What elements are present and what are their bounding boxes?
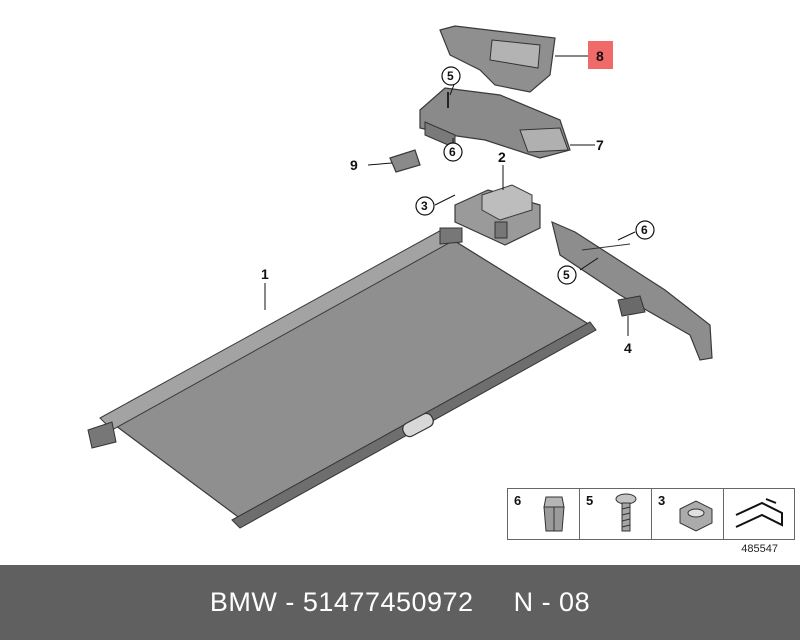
callout-6b: 6 xyxy=(641,223,648,237)
callout-5a-circle xyxy=(441,66,461,86)
fastener-legend: 6 5 3 xyxy=(507,488,795,540)
part-1-cover-roller-blind xyxy=(87,227,597,529)
callout-6b-circle xyxy=(635,220,655,240)
footer-bar: BMW - 51477450972 N - 08 xyxy=(0,565,800,640)
leader-lines xyxy=(264,55,636,336)
legend-num-3: 3 xyxy=(658,493,666,508)
callout-3: 3 xyxy=(421,199,428,213)
callout-8-highlight xyxy=(588,41,613,69)
hex-nut-icon xyxy=(679,500,713,532)
part-8-cover xyxy=(439,25,556,93)
callout-6a: 6 xyxy=(449,145,456,159)
callout-8: 8 xyxy=(596,48,604,64)
legend-item-profile xyxy=(724,489,794,539)
legend-item-hex-nut: 3 xyxy=(652,489,724,539)
legend-num-5: 5 xyxy=(586,493,594,508)
callouts: 1 2 3 4 5 5 6 6 7 8 9 xyxy=(261,41,655,356)
callout-2: 2 xyxy=(498,149,506,165)
callout-4: 4 xyxy=(624,340,632,356)
seal-profile-icon xyxy=(735,498,783,528)
part-7-upper-bracket xyxy=(419,87,571,159)
callout-5b-circle xyxy=(557,265,577,285)
footer-text: BMW - 51477450972 N - 08 xyxy=(209,587,591,617)
diagram-id: 485547 xyxy=(741,543,778,555)
legend-num-6: 6 xyxy=(514,493,522,508)
part-9-trim-piece xyxy=(389,149,421,173)
callout-5b: 5 xyxy=(563,268,570,282)
callout-1: 1 xyxy=(261,266,269,282)
clip-nut-icon xyxy=(543,496,565,532)
callout-5a: 5 xyxy=(447,69,454,83)
callout-6a-circle xyxy=(443,142,463,162)
parts-diagram: 1 2 3 4 5 5 6 6 7 8 9 xyxy=(87,25,713,529)
legend-item-screw: 5 xyxy=(580,489,652,539)
part-2-holder xyxy=(454,184,541,246)
callout-7: 7 xyxy=(596,137,604,153)
legend-item-clip-nut: 6 xyxy=(508,489,580,539)
part-4-side-bracket xyxy=(551,220,713,361)
callout-3-circle xyxy=(415,196,435,216)
callout-9: 9 xyxy=(350,157,358,173)
screw-icon xyxy=(615,493,637,532)
